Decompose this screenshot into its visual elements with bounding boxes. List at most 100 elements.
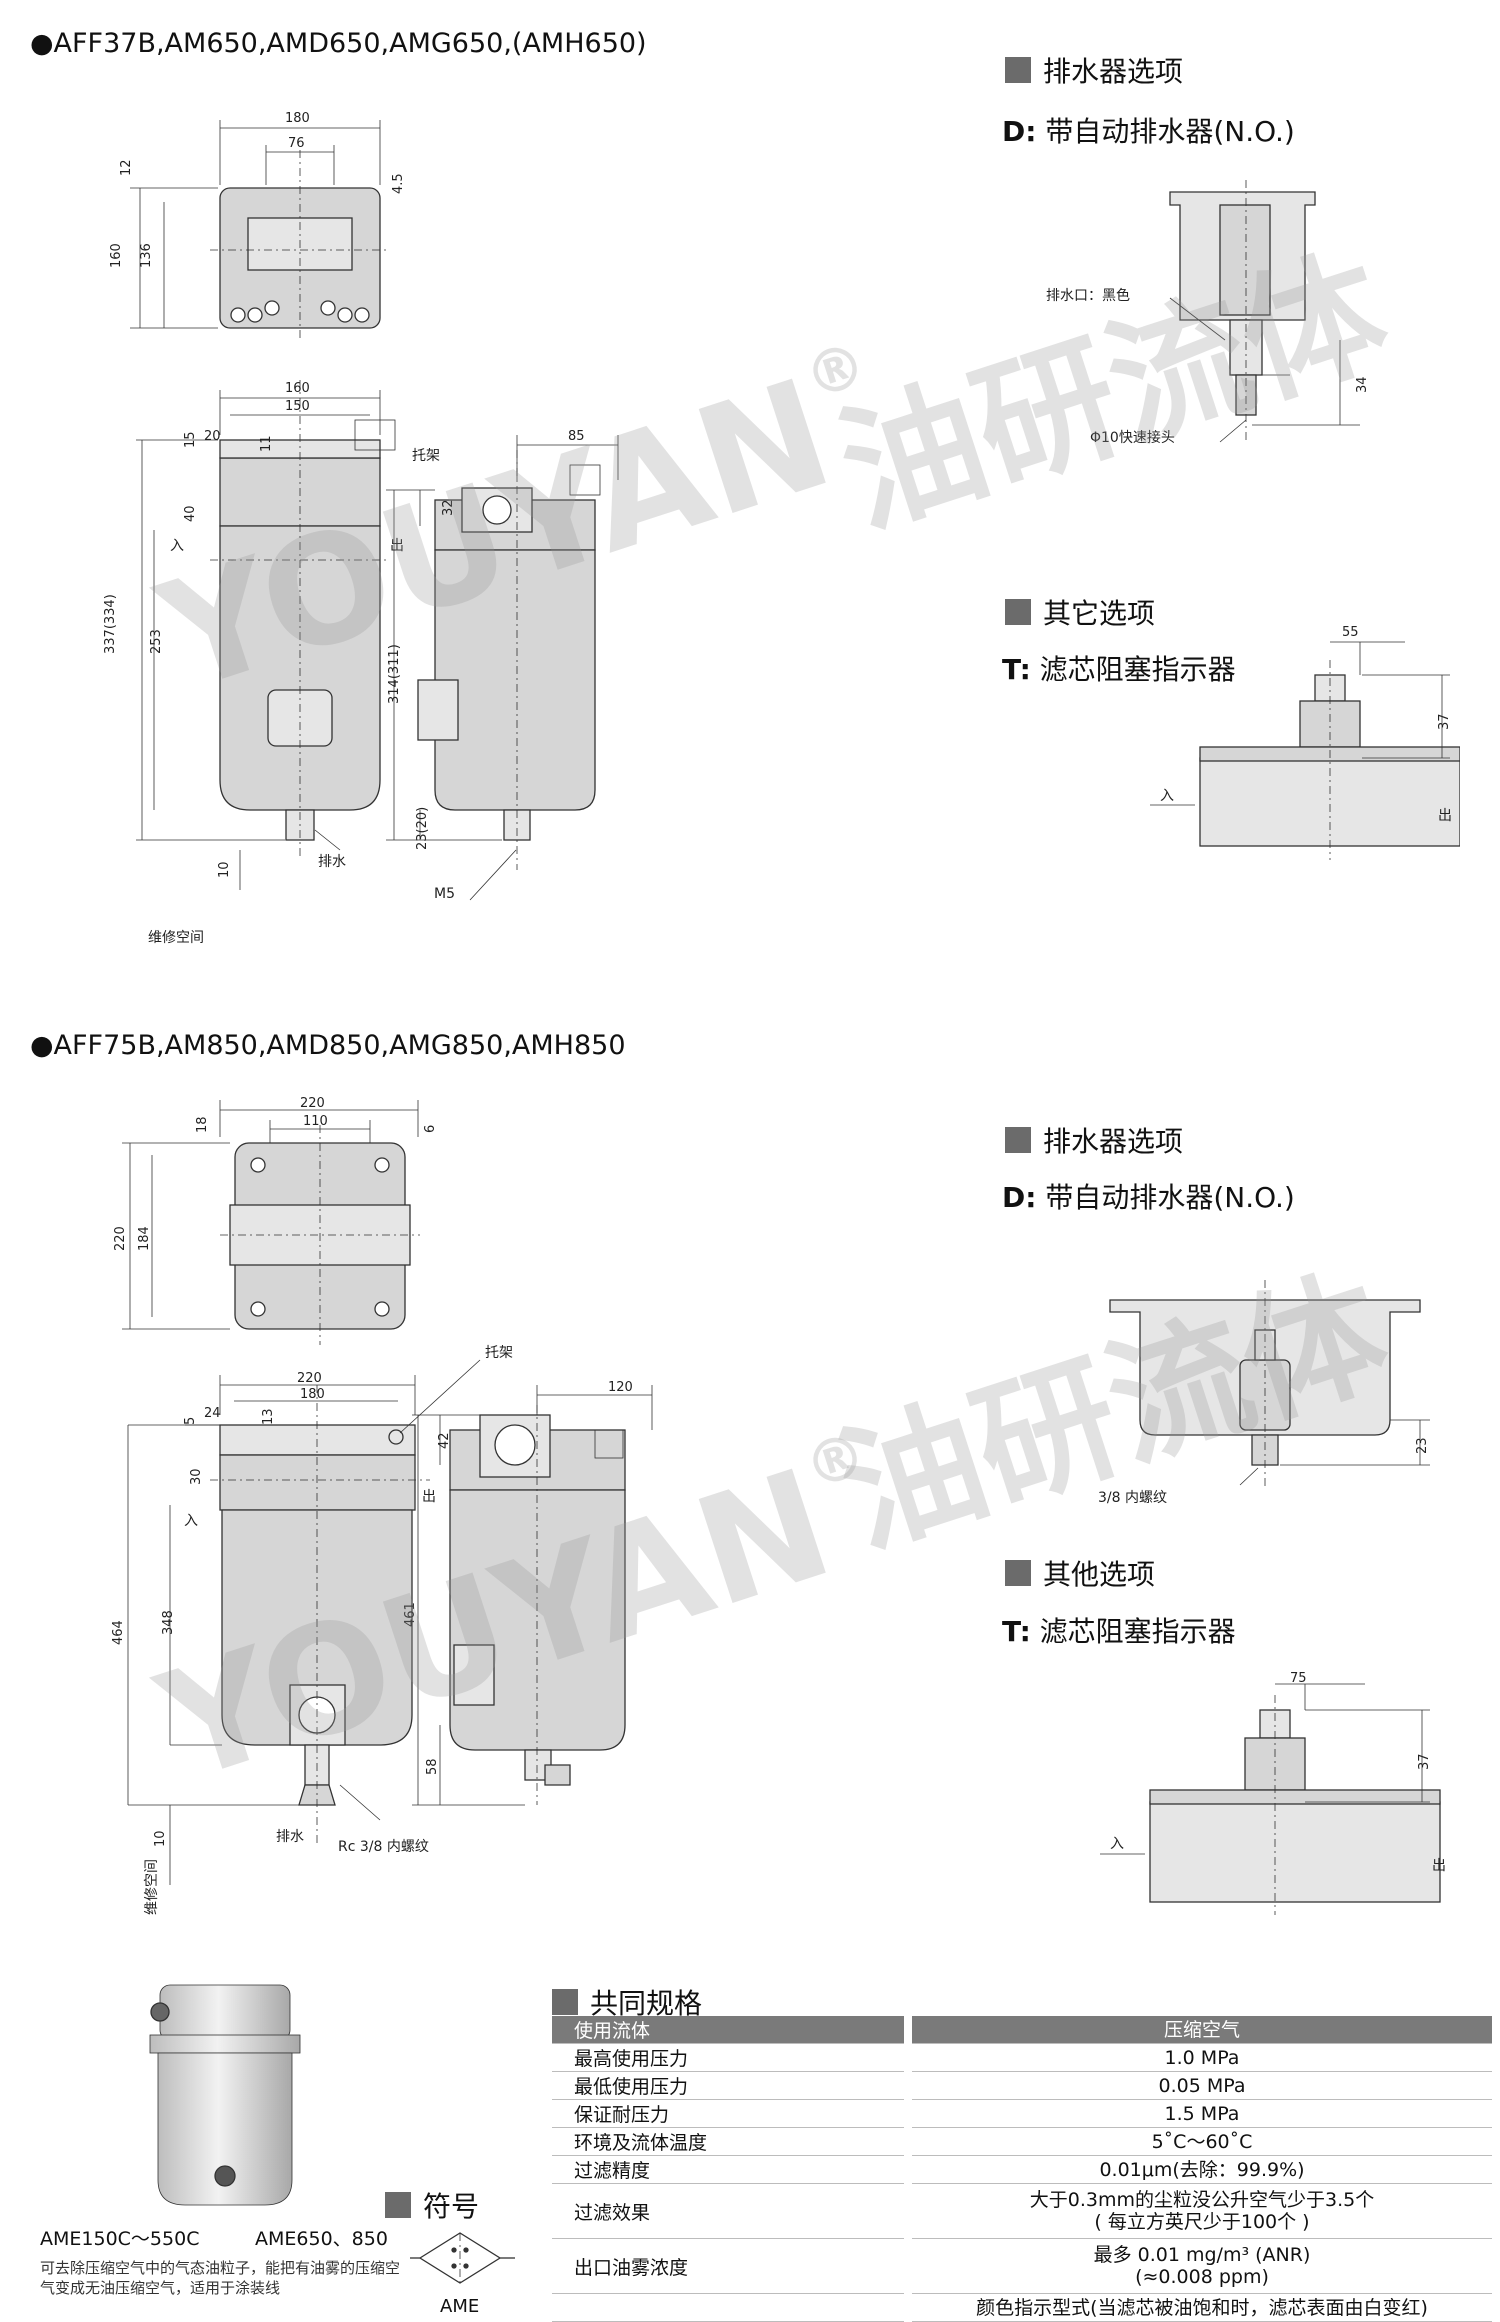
s2-front-view <box>127 1359 481 1885</box>
spec-value: 0.01μm(去除：99.9%) <box>904 2155 1492 2184</box>
s2-drain-heading-square-icon <box>1005 1127 1031 1153</box>
s2-drain-desc: 带自动排水器(N.O.) <box>1036 1181 1295 1214</box>
spec-key: 出口油雾浓度 <box>552 2238 908 2294</box>
s2-dim-348: 348 <box>161 1610 176 1635</box>
s2-inlet-label: 入 <box>184 1513 198 1529</box>
s2-drain-label: 排水 <box>276 1829 304 1845</box>
spec-value: 大于0.3mm的尘粒没公升空气少于3.5个( 每立方英尺少于100个 ) <box>904 2183 1492 2239</box>
spec-key: 最低使用压力 <box>552 2071 908 2100</box>
symbol-heading-text: 符号 <box>423 2190 480 2223</box>
s1-dim-4-5: 4.5 <box>391 173 406 194</box>
s1-other-option-subtitle: T: 滤芯阻塞指示器 <box>1002 648 1236 688</box>
spec-row: 保证耐压力 1.5 MPa <box>552 2099 1492 2128</box>
s1-dim-32: 32 <box>441 499 456 516</box>
spec-row: 出口油雾浓度 最多 0.01 mg/m³ (ANR)(≈0.008 ppm) <box>552 2238 1492 2294</box>
s2-dim-184: 184 <box>137 1226 152 1251</box>
section1-drawings: 180 76 12 4.5 160 136 160 150 15 20 11 4… <box>103 111 619 946</box>
spec-key: 保证耐压力 <box>552 2099 908 2128</box>
symbol-heading-square-icon <box>385 2192 411 2218</box>
s2-dim-110: 110 <box>303 1114 328 1129</box>
spec-value: 1.0 MPa <box>904 2043 1492 2072</box>
s1-drain-option-subtitle: D: 带自动排水器(N.O.) <box>1002 110 1295 150</box>
s1-dim-253: 253 <box>149 629 164 654</box>
s1-drain-code: D: <box>1002 115 1037 148</box>
spec-row: 颜色指示型式(当滤芯被油饱和时，滤芯表面由白变红) <box>552 2293 1492 2322</box>
s1-m5-label: M5 <box>434 886 455 902</box>
s1-drain-heading-square-icon <box>1005 57 1031 83</box>
s2-other-code: T: <box>1002 1615 1031 1648</box>
s1-dim-160b: 160 <box>285 381 310 396</box>
s1-drain-port-label: 排水口：黑色 <box>1046 287 1130 304</box>
s2-other-option-drawing: 75 37 入 出 <box>1100 1671 1446 1915</box>
section1-title: ●AFF37B,AM650,AMD650,AMG650,(AMH650) <box>30 28 647 59</box>
s1-dim-136: 136 <box>139 243 154 268</box>
s1-dim-11: 11 <box>259 435 274 452</box>
s2-dim-220c: 220 <box>297 1371 322 1386</box>
s2-top-view <box>122 1100 420 1345</box>
s2-side-view <box>412 1385 653 1806</box>
s2-other-heading-square-icon <box>1005 1560 1031 1586</box>
s2-drain-thread-label: 3/8 内螺纹 <box>1098 1490 1167 1506</box>
spec-value: 颜色指示型式(当滤芯被油饱和时，滤芯表面由白变红) <box>904 2293 1492 2322</box>
symbol-caption: AME <box>440 2296 480 2317</box>
s2-drain-option-subtitle: D: 带自动排水器(N.O.) <box>1002 1176 1295 1216</box>
s2-drain-dim-23: 23 <box>1415 1437 1430 1454</box>
spec-key: 过滤精度 <box>552 2155 908 2184</box>
s1-dim-160: 160 <box>109 243 124 268</box>
s2-other-outlet: 出 <box>1432 1858 1446 1874</box>
s1-dim-23: 23(20) <box>415 807 430 850</box>
s2-other-option-heading: 其他选项 <box>1005 1553 1155 1593</box>
s2-dim-42: 42 <box>437 1432 452 1449</box>
s2-dim-220b: 220 <box>113 1226 128 1251</box>
product-photo <box>149 1984 301 2206</box>
s1-other-heading-square-icon <box>1005 599 1031 625</box>
s2-drain-heading-text: 排水器选项 <box>1043 1125 1184 1158</box>
s1-top-view <box>130 120 390 340</box>
s1-dim-150: 150 <box>285 399 310 414</box>
spec-value: 压缩空气 <box>904 2016 1492 2044</box>
s2-drain-option-heading: 排水器选项 <box>1005 1120 1183 1160</box>
s2-dim-120: 120 <box>608 1380 633 1395</box>
s1-dim-20: 20 <box>204 429 221 444</box>
s2-dim-5: 5 <box>183 1417 198 1425</box>
s1-side-view <box>386 435 619 901</box>
spec-key: 最高使用压力 <box>552 2043 908 2072</box>
spec-value: 0.05 MPa <box>904 2071 1492 2100</box>
s1-front-view <box>136 380 396 890</box>
s1-other-dim-55: 55 <box>1342 625 1359 640</box>
s1-dim-337: 337(334) <box>103 594 118 654</box>
symbol-heading: 符号 <box>385 2185 479 2225</box>
s1-drain-option-drawing: 34 排水口：黑色 Φ10快速接头 <box>1046 180 1370 446</box>
s1-other-heading-text: 其它选项 <box>1043 597 1156 630</box>
spec-row: 过滤精度 0.01μm(去除：99.9%) <box>552 2155 1492 2184</box>
s2-drain-code: D: <box>1002 1181 1037 1214</box>
s2-dim-220: 220 <box>300 1096 325 1111</box>
spec-row: 最低使用压力 0.05 MPa <box>552 2071 1492 2100</box>
s1-other-dim-37: 37 <box>1437 713 1452 730</box>
spec-table: 使用流体 压缩空气 最高使用压力 1.0 MPa 最低使用压力 0.05 MPa… <box>552 2016 1492 2322</box>
spec-heading: 共同规格 <box>552 1982 702 2022</box>
s1-other-outlet: 出 <box>1438 808 1452 824</box>
spec-key <box>552 2293 908 2322</box>
spec-row: 过滤效果 大于0.3mm的尘粒没公升空气少于3.5个( 每立方英尺少于100个 … <box>552 2183 1492 2239</box>
s2-other-inlet: 入 <box>1110 1836 1124 1852</box>
s1-other-code: T: <box>1002 653 1031 686</box>
s2-dim-10: 10 <box>153 1830 168 1847</box>
spec-value: 1.5 MPa <box>904 2099 1492 2128</box>
s1-dim-180: 180 <box>285 111 310 126</box>
s1-other-option-drawing: 55 37 入 出 <box>1150 625 1460 860</box>
s2-service-label: 维修空间 <box>144 1859 160 1915</box>
s1-drain-label: 排水 <box>318 854 346 870</box>
s1-dim-15: 15 <box>183 431 198 448</box>
s2-dim-13: 13 <box>261 1408 276 1425</box>
s1-bracket-label: 托架 <box>412 448 440 464</box>
product-caption-right: AME650、850 <box>255 2228 388 2250</box>
s1-outlet-label: 出 <box>390 538 404 554</box>
s1-dim-10: 10 <box>217 861 232 878</box>
product-description: 可去除压缩空气中的气态油粒子，能把有油雾的压缩空气变成无油压缩空气，适用于涂装线 <box>40 2259 400 2297</box>
s2-other-dim-75: 75 <box>1290 1671 1307 1686</box>
s1-drain-desc: 带自动排水器(N.O.) <box>1036 115 1295 148</box>
s2-other-option-subtitle: T: 滤芯阻塞指示器 <box>1002 1610 1236 1650</box>
spec-heading-text: 共同规格 <box>590 1987 703 2020</box>
s1-other-inlet: 入 <box>1160 788 1174 804</box>
